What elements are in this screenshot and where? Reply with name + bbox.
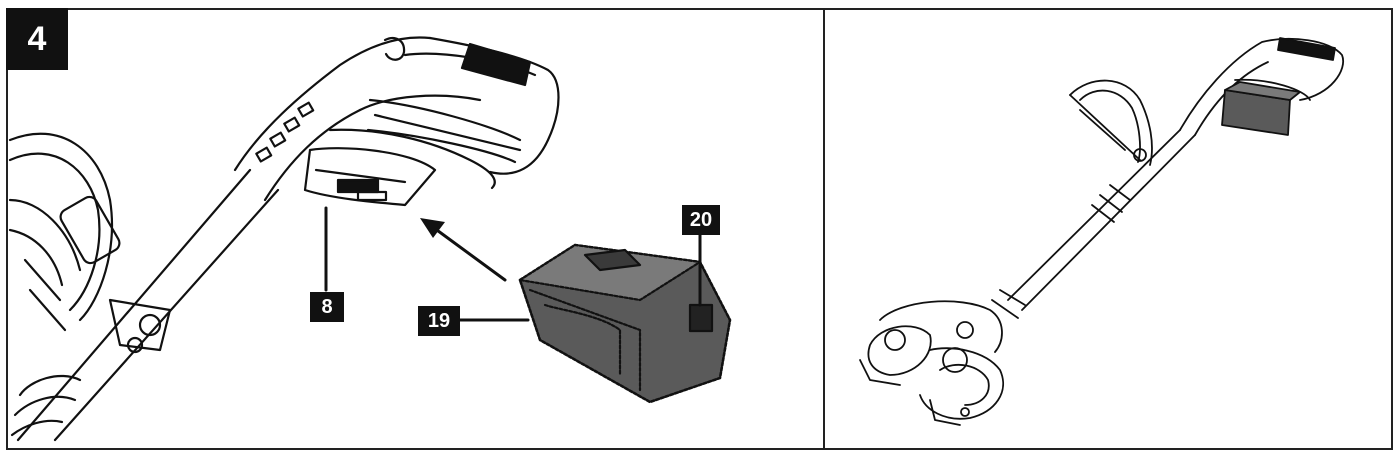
battery-slot-contacts bbox=[336, 178, 380, 194]
callout-battery-slot: 8 bbox=[310, 292, 344, 322]
trimmer-handle-closeup bbox=[8, 36, 560, 442]
callout-battery-pack: 19 bbox=[418, 306, 460, 336]
insert-direction-arrow bbox=[420, 218, 507, 282]
battery-pack bbox=[458, 224, 732, 404]
battery-release-button bbox=[688, 303, 714, 333]
figure-frame bbox=[6, 8, 1393, 450]
trimmer-full-view bbox=[859, 37, 1345, 426]
figure-number-badge: 4 bbox=[6, 8, 68, 70]
panel-divider bbox=[823, 8, 825, 450]
callout-release-button: 20 bbox=[682, 205, 720, 235]
